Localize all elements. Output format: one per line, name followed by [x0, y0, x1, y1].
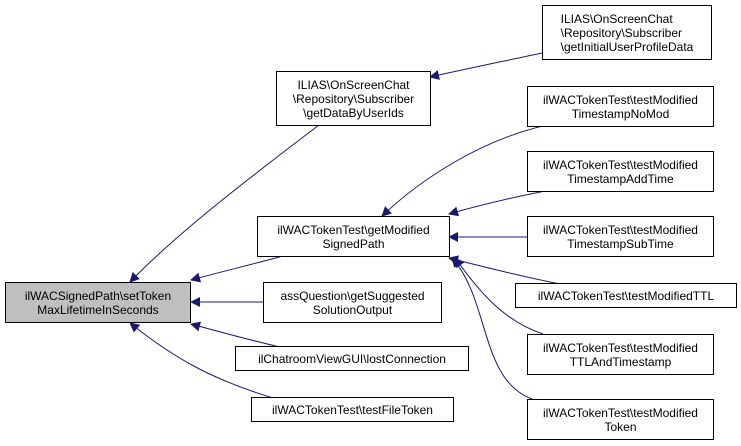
node-testModifiedToken[interactable]: ilWACTokenTest\testModified Token: [527, 399, 714, 440]
node-getDataByUserIds[interactable]: ILIAS\OnScreenChat \Repository\Subscribe…: [276, 71, 431, 126]
edge-AddTime-to-getModifiedSignedPath: [448, 190, 546, 217]
node-testModifiedTimestampNoMod[interactable]: ilWACTokenTest\testModified TimestampNoM…: [527, 86, 714, 127]
node-label: assQuestion\getSuggested SolutionOutput: [280, 288, 425, 317]
node-label: ilWACTokenTest\testModified TimestampAdd…: [543, 157, 698, 186]
node-testModifiedTTLAndTimestamp[interactable]: ilWACTokenTest\testModified TTLAndTimest…: [527, 334, 714, 375]
edge-TTLAndTimestamp-to-getModifiedSignedPath: [454, 257, 544, 335]
node-label: ilWACTokenTest\testModified TimestampNoM…: [543, 92, 698, 121]
edge-getDataByUserIds-to-main: [129, 124, 320, 283]
node-testFileToken[interactable]: ilWACTokenTest\testFileToken: [251, 397, 454, 422]
node-label: ilWACTokenTest\testModified TTLAndTimest…: [543, 340, 698, 369]
node-testModifiedTimestampAddTime[interactable]: ilWACTokenTest\testModified TimestampAdd…: [527, 151, 714, 192]
node-label: ilChatroomViewGUI\lostConnection: [258, 351, 446, 366]
edge-lostConnection-to-main: [190, 321, 281, 348]
edge-getInitialUserProfileData-to-getDataByUserIds: [429, 52, 543, 80]
node-lostConnection[interactable]: ilChatroomViewGUI\lostConnection: [235, 346, 469, 371]
node-label: ilWACTokenTest\testFileToken: [272, 402, 433, 417]
node-getModifiedSignedPath[interactable]: ilWACTokenTest\getModified SignedPath: [257, 216, 450, 257]
node-label: ILIAS\OnScreenChat \Repository\Subscribe…: [560, 11, 694, 54]
node-testModifiedTimestampSubTime[interactable]: ilWACTokenTest\testModified TimestampSub…: [527, 216, 714, 257]
node-testModifiedTTL[interactable]: ilWACTokenTest\testModifiedTTL: [515, 283, 737, 308]
node-label: ilWACTokenTest\testModified TimestampSub…: [543, 222, 698, 251]
node-label: ILIAS\OnScreenChat \Repository\Subscribe…: [292, 77, 415, 120]
edge-Token-to-getModifiedSignedPath: [451, 257, 533, 400]
node-getInitialUserProfileData[interactable]: ILIAS\OnScreenChat \Repository\Subscribe…: [542, 5, 712, 60]
node-label: ilWACTokenTest\testModifiedTTL: [537, 288, 715, 303]
edge-NoMod-to-getModifiedSignedPath: [381, 124, 548, 217]
edge-testFileToken-to-main: [129, 322, 281, 401]
node-label: ilWACTokenTest\getModified SignedPath: [277, 222, 430, 251]
node-setTokenMaxLifetimeInSeconds[interactable]: ilWACSignedPath\setToken MaxLifetimeInSe…: [5, 282, 191, 323]
node-label: ilWACSignedPath\setToken MaxLifetimeInSe…: [24, 288, 172, 317]
edge-getModifiedSignedPath-to-main: [190, 255, 284, 283]
node-label: ilWACTokenTest\testModified Token: [543, 405, 698, 434]
edge-TTL-to-getModifiedSignedPath: [448, 255, 561, 285]
node-getSuggestedSolutionOutput[interactable]: assQuestion\getSuggested SolutionOutput: [263, 282, 442, 323]
